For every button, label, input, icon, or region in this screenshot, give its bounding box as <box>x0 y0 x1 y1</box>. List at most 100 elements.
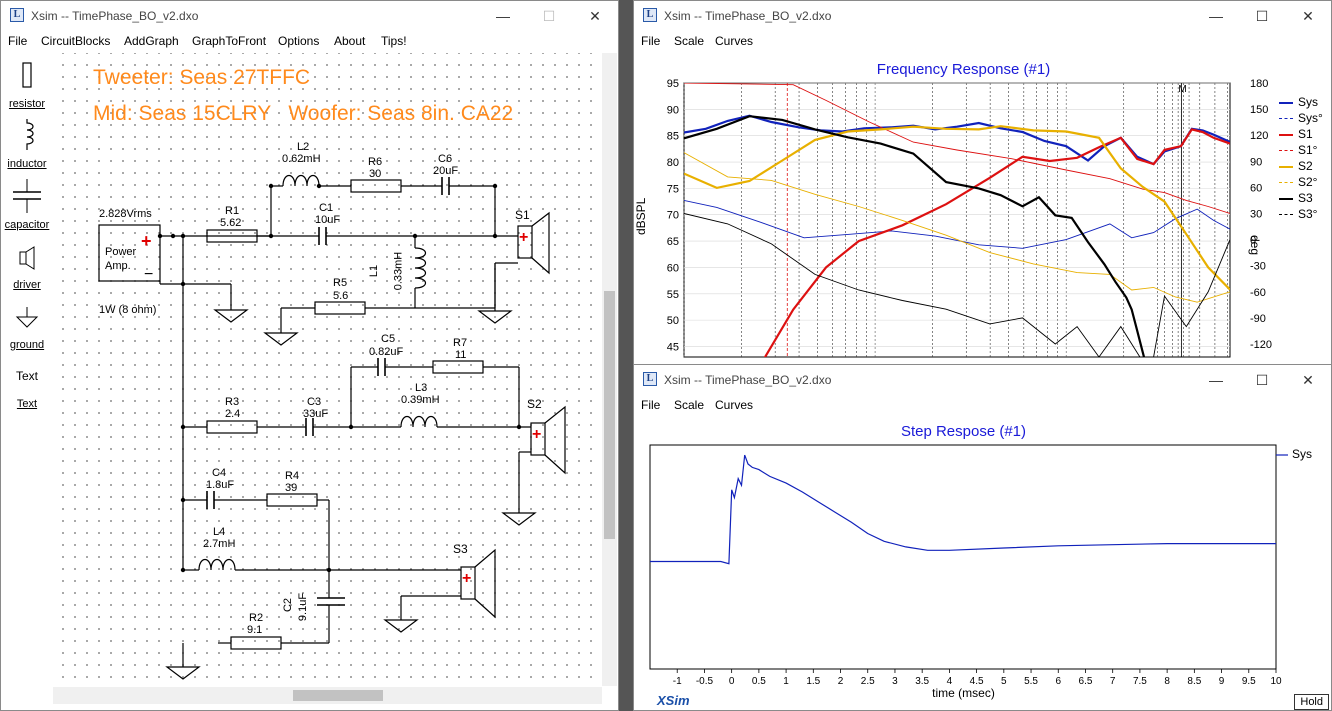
resistor-icon[interactable] <box>17 59 37 91</box>
l1-value[interactable]: 0.33mH <box>392 251 405 291</box>
c6-name[interactable]: C6 <box>438 153 453 165</box>
tool-resistor[interactable]: resistor <box>8 98 46 110</box>
c6-value[interactable]: 20uF <box>433 165 459 177</box>
c3-name[interactable]: C3 <box>307 396 322 408</box>
r1-value[interactable]: 5.62 <box>220 217 242 229</box>
freq-titlebar[interactable]: L Xsim -- TimePhase_BO_v2.dxo — ☐ ✕ <box>634 1 1331 31</box>
power-amp-label[interactable]: Power Amp. <box>105 246 137 272</box>
tool-inductor[interactable]: inductor <box>7 158 47 170</box>
menu-file[interactable]: File <box>641 398 661 412</box>
schematic-titlebar[interactable]: L Xsim -- TimePhase_BO_v2.dxo — ☐ ✕ <box>1 1 618 31</box>
window-title: Xsim -- TimePhase_BO_v2.dxo <box>664 9 832 23</box>
freq-ytick-label: 85 <box>667 131 679 143</box>
c3-value[interactable]: 33uF <box>303 408 329 420</box>
mid-woofer-note[interactable]: Mid: Seas 15CLRY Woofer: Seas 8in. CA22 <box>93 102 514 125</box>
step-xtick-label: 5 <box>1001 676 1007 687</box>
freq-y2tick-label: -120 <box>1250 339 1272 351</box>
maximize-button[interactable]: ☐ <box>1255 372 1269 388</box>
menu-addgraph[interactable]: AddGraph <box>124 34 179 48</box>
driver-s3-plus: + <box>462 570 472 587</box>
menu-graphtofront[interactable]: GraphToFront <box>192 34 267 48</box>
menu-file[interactable]: File <box>8 34 28 48</box>
menu-scale[interactable]: Scale <box>674 398 705 412</box>
r7-value[interactable]: 11 <box>455 349 467 361</box>
freq-series-s2-phase <box>684 152 1230 303</box>
schematic-canvas[interactable]: Tweeter: Seas 27TFFC Mid: Seas 15CLRY Wo… <box>53 53 601 686</box>
l2-value[interactable]: 0.62mH <box>282 153 321 165</box>
menu-about[interactable]: About <box>334 34 366 48</box>
close-button[interactable]: ✕ <box>1302 8 1314 24</box>
r6-name[interactable]: R6 <box>368 156 383 168</box>
r2-value[interactable]: 9.1 <box>247 624 263 636</box>
step-titlebar[interactable]: L Xsim -- TimePhase_BO_v2.dxo — ☐ ✕ <box>634 365 1331 395</box>
tool-ground[interactable]: ground <box>9 339 45 351</box>
r5-value[interactable]: 5.6 <box>333 290 349 302</box>
close-button[interactable]: ✕ <box>1302 372 1314 388</box>
r6-value[interactable]: 30 <box>369 168 382 180</box>
tool-capacitor[interactable]: capacitor <box>4 219 50 231</box>
hold-button[interactable]: Hold <box>1294 694 1329 710</box>
tweeter-note[interactable]: Tweeter: Seas 27TFFC <box>93 66 311 89</box>
schematic-vertical-scrollbar[interactable] <box>602 53 617 686</box>
schematic-horizontal-scrollbar[interactable] <box>53 687 602 704</box>
driver-s2-label[interactable]: S2 <box>527 397 542 411</box>
r4-name[interactable]: R4 <box>285 470 300 482</box>
driver-s1-label[interactable]: S1 <box>515 208 530 222</box>
tool-text-preview[interactable]: Text <box>15 369 38 383</box>
r2-name[interactable]: R2 <box>249 612 264 624</box>
r3-name[interactable]: R3 <box>225 396 240 408</box>
frequency-response-plot[interactable]: 4550556065707580859095-120-90-60-3003060… <box>634 53 1332 368</box>
menu-curves[interactable]: Curves <box>715 398 754 412</box>
driver-icon[interactable] <box>17 245 39 271</box>
c5-value[interactable]: 0.82uF <box>369 346 404 358</box>
r3-value[interactable]: 2.4 <box>225 408 241 420</box>
inductor-icon[interactable] <box>17 117 37 155</box>
r4-value[interactable]: 39 <box>285 482 298 494</box>
c4-value[interactable]: 1.8uF <box>206 479 235 491</box>
c2-value[interactable]: 9.1uF <box>297 592 310 622</box>
freq-y2tick-label: 0 <box>1250 235 1256 247</box>
c1-name[interactable]: C1 <box>319 202 334 214</box>
freq-y2tick-label: -60 <box>1250 287 1266 299</box>
r1-name[interactable]: R1 <box>225 205 240 217</box>
menu-circuitblocks[interactable]: CircuitBlocks <box>41 34 111 48</box>
capacitor-icon[interactable] <box>11 177 43 215</box>
ground-icon[interactable] <box>15 305 39 329</box>
tool-driver[interactable]: driver <box>13 279 41 291</box>
maximize-button[interactable]: ☐ <box>542 8 556 24</box>
r7-name[interactable]: R7 <box>453 337 468 349</box>
scroll-thumb[interactable] <box>293 690 383 701</box>
minimize-button[interactable]: — <box>1209 372 1223 388</box>
menu-curves[interactable]: Curves <box>715 34 754 48</box>
c5-name[interactable]: C5 <box>381 333 396 345</box>
freq-plot-frame <box>683 82 1231 358</box>
legend-label: S3 <box>1298 191 1313 205</box>
minimize-button[interactable]: — <box>496 8 510 24</box>
menu-tips[interactable]: Tips! <box>381 34 407 48</box>
close-button[interactable]: ✕ <box>589 8 601 24</box>
l3-name[interactable]: L3 <box>415 382 428 394</box>
scroll-thumb[interactable] <box>604 291 615 539</box>
step-xtick-label: 2.5 <box>861 676 875 687</box>
c2-name[interactable]: C2 <box>282 597 295 613</box>
step-xtick-label: 9.5 <box>1242 676 1256 687</box>
schematic-wiring <box>98 174 566 680</box>
c4-name[interactable]: C4 <box>212 467 227 479</box>
driver-s3-label[interactable]: S3 <box>453 542 468 556</box>
menu-options[interactable]: Options <box>278 34 320 48</box>
c1-value[interactable]: 10uF <box>315 214 341 226</box>
l2-name[interactable]: L2 <box>297 141 310 153</box>
minimize-button[interactable]: — <box>1209 8 1223 24</box>
menu-file[interactable]: File <box>641 34 661 48</box>
l3-value[interactable]: 0.39mH <box>401 394 440 406</box>
l4-value[interactable]: 2.7mH <box>203 538 236 550</box>
maximize-button[interactable]: ☐ <box>1255 8 1269 24</box>
r5-name[interactable]: R5 <box>333 277 348 289</box>
l1-name[interactable]: L1 <box>368 264 381 278</box>
menu-scale[interactable]: Scale <box>674 34 705 48</box>
l4-name[interactable]: L4 <box>213 526 226 538</box>
tool-text[interactable]: Text <box>16 398 38 410</box>
